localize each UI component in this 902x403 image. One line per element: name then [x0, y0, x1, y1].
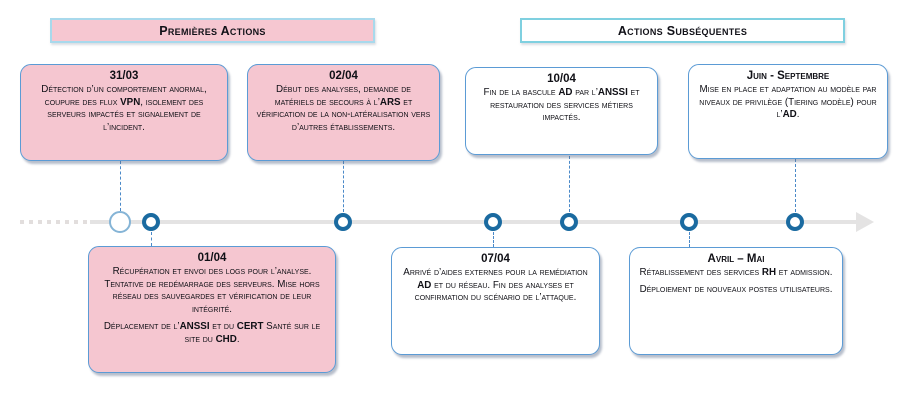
event-date: 31/03	[109, 70, 139, 82]
timeline-node-avril-mai	[680, 213, 698, 231]
event-box-01-04: 01/04 Récupération et envoi des logs pou…	[88, 246, 336, 373]
timeline-node-10-04	[560, 213, 578, 231]
event-date: Avril – Mai	[707, 253, 765, 265]
timeline-node-31-03	[109, 211, 131, 233]
connector-31-03	[120, 161, 121, 211]
event-box-07-04: 07/04 Arrivé d’aides externes pour la re…	[391, 247, 600, 355]
timeline-node-02-04	[334, 213, 352, 231]
timeline-arrow-icon	[856, 212, 874, 232]
event-text: Mise en place et adaptation au modèle pa…	[699, 84, 877, 121]
event-text: Fin de la bascule AD par l’ANSSI et rest…	[483, 87, 640, 124]
timeline-node-juin-septembre	[786, 213, 804, 231]
event-text: Début des analyses, demande de matériels…	[256, 84, 431, 134]
timeline-axis-dotted-start	[20, 220, 90, 224]
header-actions-subsequentes: Actions Subséquentes	[520, 18, 845, 43]
event-text: Détection d’un comportement anormal, cou…	[41, 84, 207, 134]
event-box-10-04: 10/04 Fin de la bascule AD par l’ANSSI e…	[465, 67, 658, 155]
header-premieres-actions: Premières Actions	[50, 18, 375, 43]
event-date: 02/04	[329, 70, 358, 82]
event-box-avril-mai: Avril – Mai Rétablissement des services …	[629, 247, 843, 355]
event-date: 07/04	[481, 253, 510, 265]
header-premieres-actions-label: Premières Actions	[159, 23, 266, 38]
timeline-axis	[90, 220, 858, 224]
event-box-31-03: 31/03 Détection d’un comportement anorma…	[20, 64, 228, 161]
timeline-node-07-04	[484, 213, 502, 231]
connector-02-04	[343, 161, 344, 212]
connector-01-04	[151, 232, 152, 246]
header-actions-subsequentes-label: Actions Subséquentes	[617, 23, 748, 38]
event-box-juin-septembre: Juin - Septembre Mise en place et adapta…	[688, 64, 888, 159]
event-date: 01/04	[197, 252, 227, 264]
event-date: Juin - Septembre	[746, 70, 830, 82]
event-box-02-04: 02/04 Début des analyses, demande de mat…	[247, 64, 440, 161]
event-date: 10/04	[547, 73, 576, 85]
event-text: Récupération et envoi des logs pour l’an…	[103, 266, 321, 345]
event-text: Arrivé d’aides externes pour la remédiat…	[403, 267, 588, 304]
connector-avril-mai	[689, 232, 690, 247]
connector-07-04	[493, 232, 494, 247]
connector-juin-septembre	[795, 159, 796, 212]
event-text: Rétablissement des services RH et admiss…	[639, 267, 833, 295]
timeline-node-01-04	[142, 213, 160, 231]
connector-10-04	[569, 156, 570, 212]
